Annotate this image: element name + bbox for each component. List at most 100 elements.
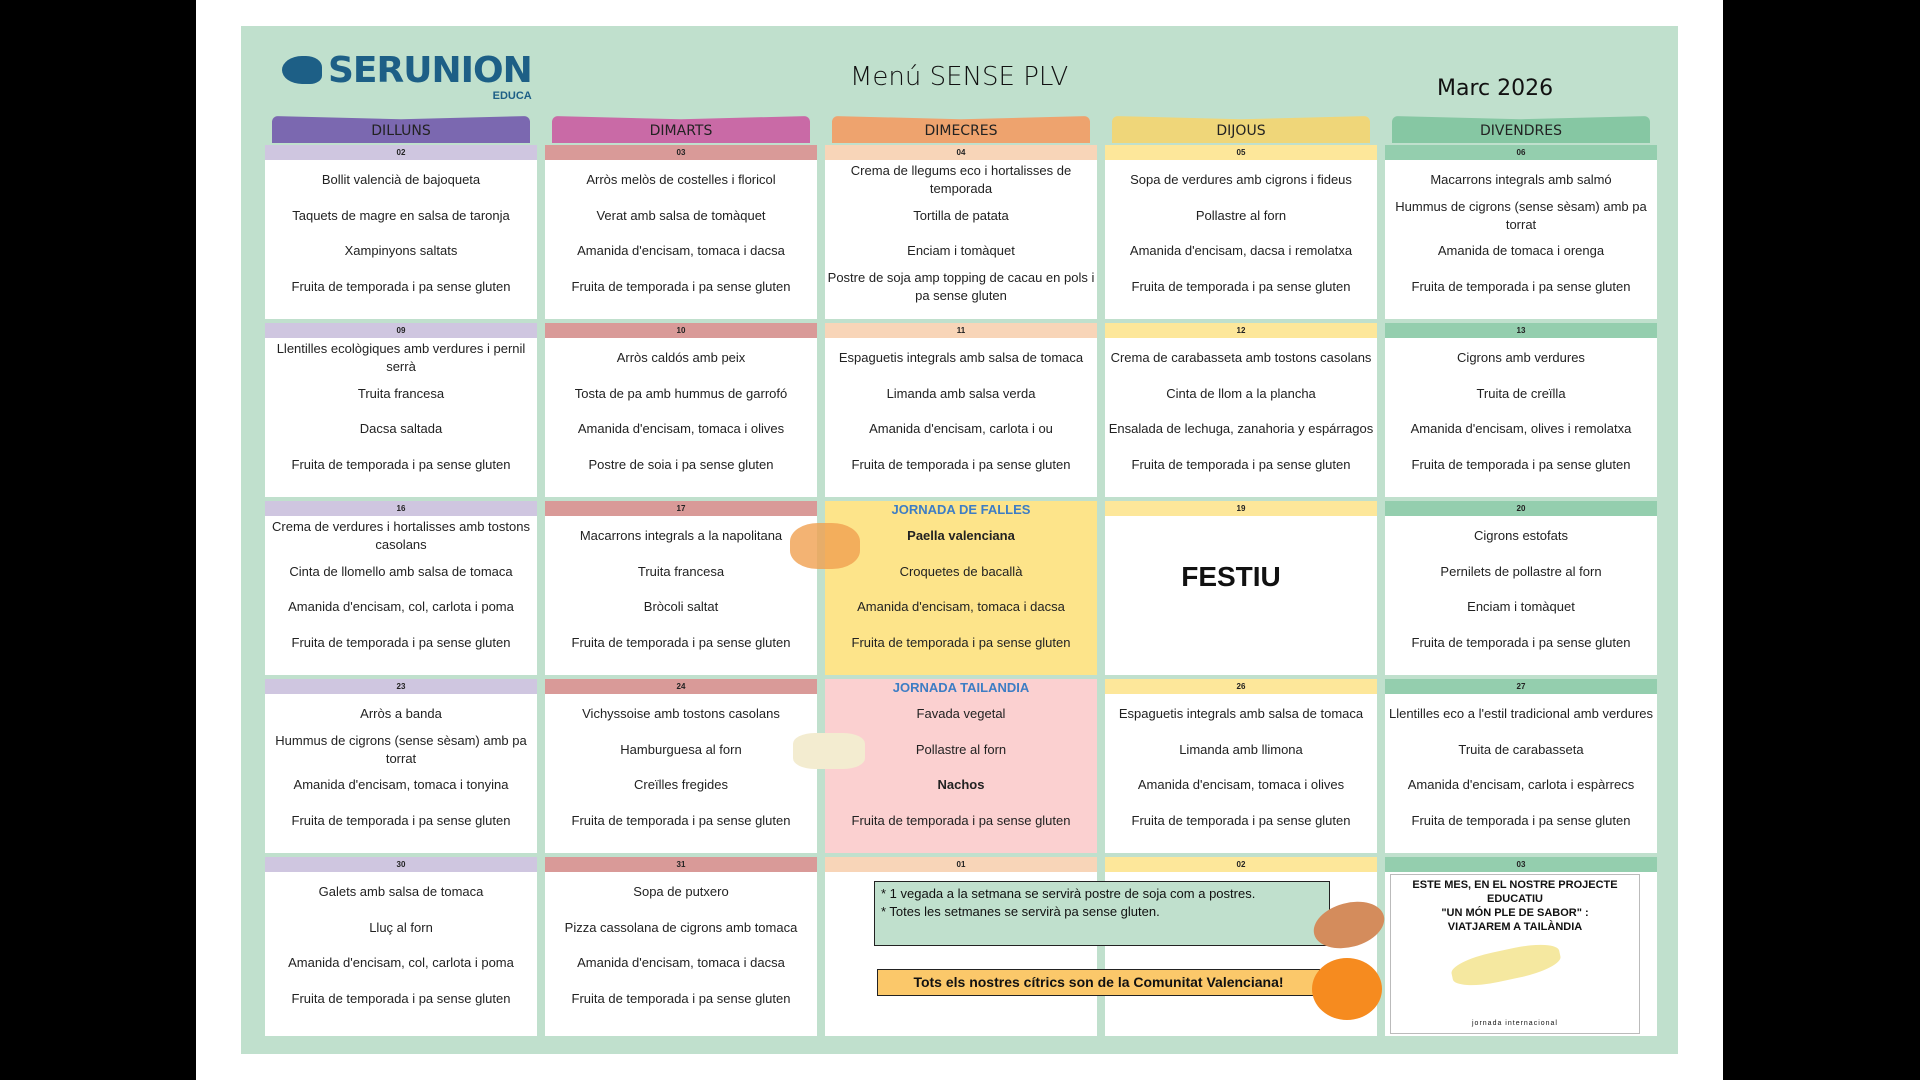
dish-item: Tortilla de patata: [913, 207, 1009, 223]
dish-item: Verat amb salsa de tomàquet: [596, 207, 766, 223]
day-header-dimecres: DIMECRES: [832, 116, 1090, 143]
day-number: 31: [545, 857, 817, 872]
day-number: 26: [1105, 679, 1377, 694]
dish-item: Truita francesa: [637, 563, 725, 579]
dish-item: Arròs a banda: [360, 706, 442, 721]
day-number: 17: [545, 501, 817, 516]
dish-item: Enciam i tomàquet: [907, 243, 1015, 258]
dish-item: Espaguetis integrals amb salsa de tomaca: [1118, 706, 1364, 721]
dish-item: Truita de creïlla: [1476, 385, 1566, 401]
day-header-dilluns: DILLUNS: [272, 116, 530, 143]
dish-item: Pollastre al forn: [1195, 207, 1287, 223]
fallas-kids-illustration: [790, 523, 860, 569]
project-line: EDUCATIU: [1486, 893, 1543, 905]
day-number: 04: [825, 145, 1097, 160]
month-label: Marc 2026: [1437, 76, 1554, 101]
day-number: 06: [1385, 145, 1657, 160]
note-bread: * Totes les setmanes se servirà pa sense…: [881, 904, 1160, 919]
dish-item: Amanida d'encisam, tomaca i olives: [577, 421, 785, 436]
dish-item: Hamburguesa al forn: [620, 741, 742, 757]
dish-item: Ensalada de lechuga, zanahoria y espárra…: [1108, 421, 1374, 436]
dish-item: Amanida d'encisam, tomaca i dacsa: [577, 955, 785, 970]
dish-item: Enciam i tomàquet: [1467, 599, 1575, 614]
day-number: 30: [265, 857, 537, 872]
dish-item: Amanida d'encisam, olives i remolatxa: [1410, 421, 1632, 436]
dish-item: Hummus de cigrons (sense sèsam) amb pa t…: [275, 732, 527, 766]
dish-item: Amanida d'encisam, tomaca i olives: [1137, 777, 1345, 792]
dish-item: Bollit valencià de bajoqueta: [321, 172, 481, 187]
dish-item: Croquetes de bacallà: [899, 563, 1023, 579]
day-number: 02: [265, 145, 537, 160]
day-header-dimarts: DIMARTS: [552, 116, 810, 143]
dish-item: Amanida d'encisam, tomaca i dacsa: [577, 243, 785, 258]
dish-item: Amanida de tomaca i orenga: [1437, 243, 1605, 258]
dish-item: Fruita de temporada i pa sense gluten: [851, 812, 1071, 828]
dish-item: Llentilles eco a l'estil tradicional amb…: [1388, 706, 1654, 721]
dish-item: Fruita de temporada i pa sense gluten: [1131, 812, 1351, 828]
day-number: 13: [1385, 323, 1657, 338]
day-number: 03: [545, 145, 817, 160]
dish-item: Crema de llegums eco i hortalisses de te…: [850, 163, 1072, 196]
dish-item: Hummus de cigrons (sense sèsam) amb pa t…: [1395, 198, 1647, 232]
dish-item: Sopa de verdures amb cigrons i fideus: [1130, 172, 1352, 187]
day-number: 05: [1105, 145, 1377, 160]
dish-item: Taquets de magre en salsa de taronja: [292, 207, 510, 223]
dish-item: Creïlles fregides: [634, 777, 728, 792]
dish-item: Galets amb salsa de tomaca: [318, 884, 484, 899]
day-number: 11: [825, 323, 1097, 338]
dish-item: Amanida d'encisam, carlota i espàrrecs: [1407, 777, 1635, 792]
project-line: ESTE MES, EN EL NOSTRE PROJECTE: [1412, 879, 1618, 891]
dish-item: Fruita de temporada i pa sense gluten: [851, 456, 1071, 472]
dish-item: Truita de carabasseta: [1458, 741, 1584, 757]
day-number: 01: [825, 857, 1097, 872]
day-number: 23: [265, 679, 537, 694]
dish-item: Amanida d'encisam, tomaca i dacsa: [857, 599, 1065, 614]
logo-subtext: EDUCA: [492, 90, 532, 102]
special-day-label: JORNADA TAILANDIA: [892, 680, 1030, 695]
day-number: 03: [1385, 857, 1657, 872]
day-number: 19: [1105, 501, 1377, 516]
dish-item: Limanda amb llimona: [1179, 741, 1303, 757]
dish-item: Fruita de temporada i pa sense gluten: [1411, 456, 1631, 472]
dish-item: Amanida d'encisam, tomaca i tonyina: [293, 777, 509, 792]
dish-item: Macarrons integrals a la napolitana: [579, 528, 783, 543]
notes-box: * 1 vegada a la setmana se servirà postr…: [874, 881, 1330, 946]
citrics-banner: Tots els nostres cítrics son de la Comun…: [877, 969, 1320, 996]
dish-item: Cigrons estofats: [1474, 528, 1568, 543]
dish-item: Fruita de temporada i pa sense gluten: [571, 278, 791, 294]
dish-item: Fruita de temporada i pa sense gluten: [291, 812, 511, 828]
day-number: 27: [1385, 679, 1657, 694]
day-number: 09: [265, 323, 537, 338]
dish-item: Fruita de temporada i pa sense gluten: [291, 634, 511, 650]
dish-item: Macarrons integrals amb salmó: [1430, 172, 1612, 187]
dish-item: Cinta de llom a la plancha: [1166, 385, 1316, 401]
dish-item: Cigrons amb verdures: [1457, 350, 1585, 365]
dish-item: Fruita de temporada i pa sense gluten: [291, 990, 511, 1006]
orange-icon: [1312, 958, 1382, 1020]
day-header-dijous: DIJOUS: [1112, 116, 1370, 143]
dish-item: Amanida d'encisam, dacsa i remolatxa: [1129, 243, 1353, 258]
menu-title: Menú SENSE PLV: [850, 62, 1069, 92]
dish-item: Limanda amb salsa verda: [886, 385, 1036, 401]
dish-item: Truita francesa: [357, 385, 445, 401]
dish-item: Tosta de pa amb hummus de garrofó: [574, 385, 788, 401]
dish-item: Dacsa saltada: [359, 421, 443, 436]
dish-item: Postre de soja amp topping de cacau en p…: [827, 269, 1095, 303]
dish-item: Fruita de temporada i pa sense gluten: [1131, 456, 1351, 472]
logo-text: SERUNION: [328, 50, 533, 91]
dish-item: Fruita de temporada i pa sense gluten: [1411, 812, 1631, 828]
dish-item: Amanida d'encisam, col, carlota i poma: [288, 599, 514, 614]
